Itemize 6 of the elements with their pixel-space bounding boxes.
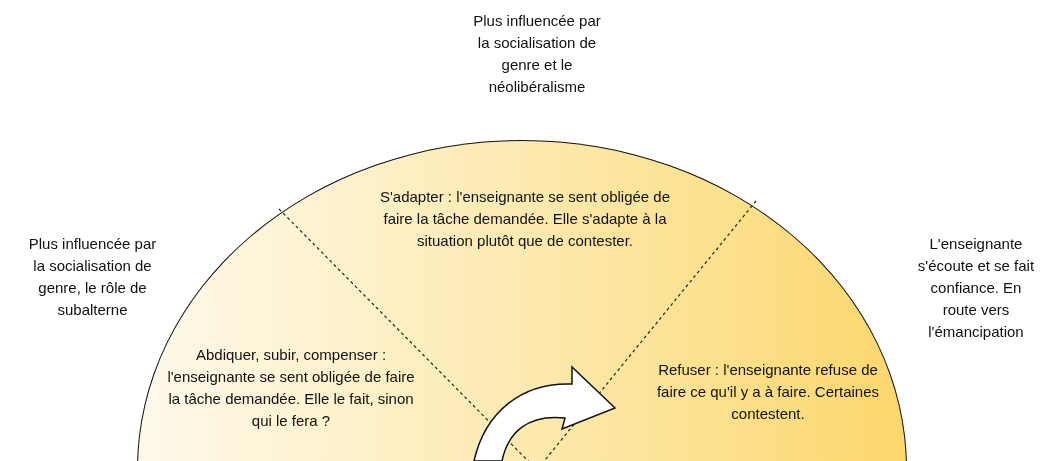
sector-text: Abdiquer, subir, compenser : l'enseignante se sent obligée de faire la tâche demandée. Elle le fait, sinon qui le fera ? bbox=[166, 345, 416, 431]
side-note: Plus influencée par la socialisation de genre, le rôle de subalterne bbox=[27, 234, 158, 320]
sector-text: S'adapter : l'enseignante se sent obligée de faire la tâche demandée. Elle s'adapte à la situation plutôt que de contester. bbox=[378, 187, 672, 251]
side-note: L'enseignante s'écoute et se fait confiance. En route vers l'émancipation bbox=[916, 234, 1036, 342]
sector-text: Refuser : l'enseignante refuse de faire ce qu'il y a à faire. Certaines contestent. bbox=[655, 360, 881, 424]
side-note: Plus influencée par la socialisation de genre et le néolibéralisme bbox=[472, 11, 602, 97]
